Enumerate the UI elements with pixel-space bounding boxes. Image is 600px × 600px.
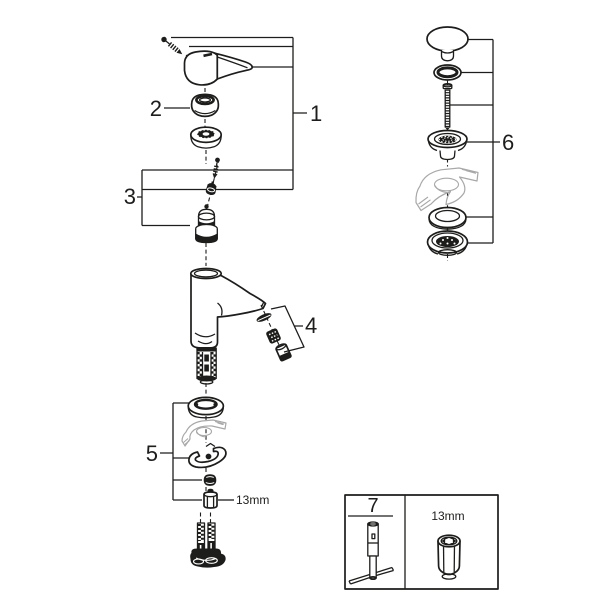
callout-2-label: 2 [150, 96, 162, 121]
tool-box: 7 13mm [344, 494, 499, 590]
hex-nut-13mm-drawing [203, 488, 218, 509]
callout-3-label: 3 [124, 184, 136, 209]
callout-1-label: 1 [310, 101, 322, 126]
callout-7-label: 7 [367, 495, 378, 517]
mounting-studs-drawing [190, 522, 226, 568]
aerator-seal-drawing [256, 313, 272, 322]
base-gasket-drawing [187, 396, 225, 419]
cartridge-screw-drawing [212, 157, 220, 179]
lever-handle-drawing [183, 50, 254, 86]
faucet-body-drawing [189, 267, 267, 349]
flow-straightener-drawing [266, 328, 281, 344]
nut-size-annotation: 13mm [218, 493, 269, 507]
cartridge-drawing [195, 204, 218, 244]
drain-screw-drawing [442, 82, 453, 131]
drain-seal-drawing [428, 206, 467, 230]
sink-ghost-right [415, 167, 479, 212]
hex-adapter-13mm-drawing: 13mm [431, 509, 465, 580]
callout-bracket-6: 6 [450, 38, 514, 244]
mounting-clamp-drawing [188, 442, 227, 469]
callout-4-label: 4 [305, 313, 317, 338]
callout-2: 2 [150, 96, 190, 121]
lock-nut-drawing [203, 474, 217, 486]
sink-ghost-left [181, 419, 227, 447]
shank-drawing [196, 347, 217, 385]
drain-oring-drawing [433, 64, 462, 81]
callout-6-label: 6 [502, 130, 514, 155]
callout-bracket-4: 4 [270, 305, 317, 353]
nut-size-label: 13mm [236, 493, 269, 507]
callout-5-label: 5 [146, 441, 158, 466]
drain-flange-top-drawing [427, 129, 468, 161]
drain-strainer-drawing [426, 230, 469, 256]
handle-screw-drawing [161, 36, 183, 55]
mounting-ring-drawing [189, 126, 223, 149]
socket-tool-drawing [348, 521, 395, 585]
aerator-housing-drawing [275, 343, 292, 362]
drain-knob-drawing [426, 26, 469, 62]
handle-cap-drawing [190, 93, 220, 118]
tool-size-label: 13mm [431, 509, 464, 523]
callout-bracket-5: 5 [146, 402, 202, 501]
stop-ring-drawing [205, 181, 217, 195]
callout-bracket-1: 1 [171, 36, 322, 190]
